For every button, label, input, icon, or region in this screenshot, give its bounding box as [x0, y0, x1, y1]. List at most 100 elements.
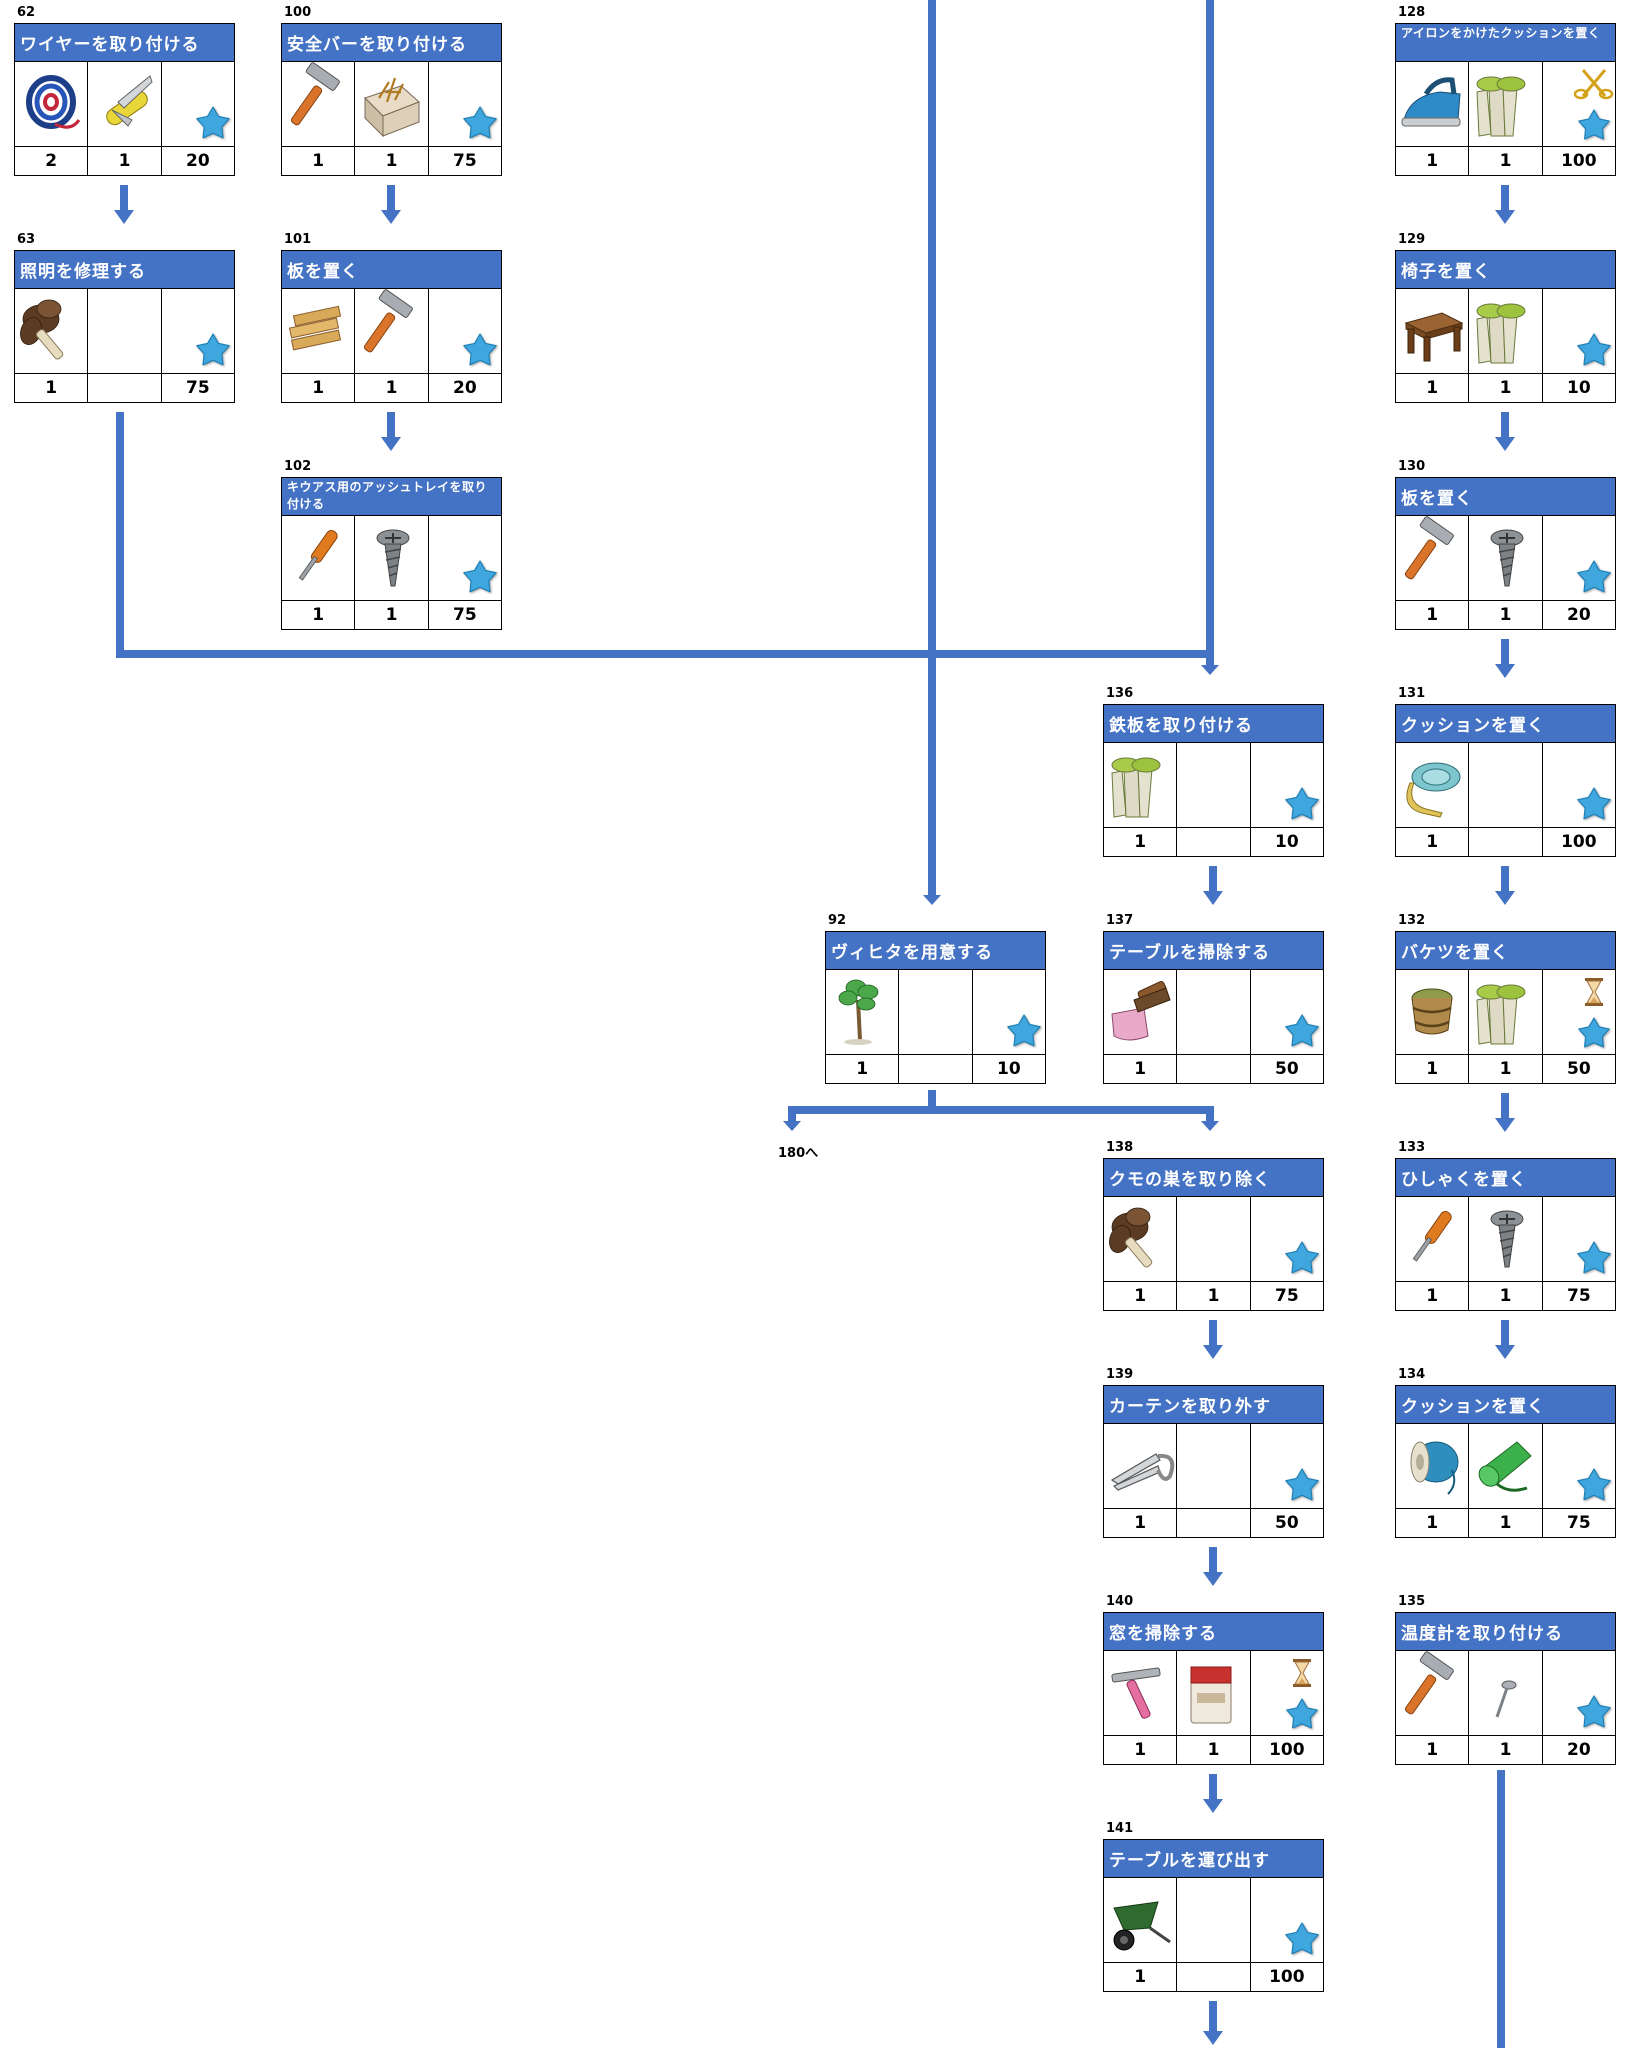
- task-number: 63: [17, 232, 36, 247]
- screw-icon: [376, 529, 410, 587]
- task-number: 136: [1106, 686, 1134, 701]
- task-title: 温度計を取り付ける: [1395, 1612, 1616, 1650]
- item-cell: [280, 515, 356, 601]
- item-cell: [1468, 1650, 1543, 1736]
- task-title: バケツを置く: [1395, 931, 1616, 969]
- item-cell: [1249, 1423, 1325, 1509]
- star-icon: [1284, 1241, 1319, 1274]
- screwdriver-icon: [1412, 1211, 1452, 1262]
- task-number: 140: [1106, 1594, 1134, 1609]
- shears-icon: [1110, 1453, 1175, 1491]
- item-cell: [1176, 1650, 1251, 1736]
- item-count: 1: [280, 146, 356, 176]
- star-icon: [1576, 333, 1611, 366]
- item-cell: [1249, 742, 1325, 828]
- star-icon: [1576, 1468, 1611, 1501]
- item-count: 20: [1541, 600, 1617, 630]
- gloves-icon: [1476, 303, 1526, 364]
- task-title: クモの巣を取り除く: [1103, 1158, 1324, 1196]
- measuring-tape-icon: [1406, 762, 1461, 818]
- screw-icon: [1490, 1210, 1524, 1268]
- task-number: 139: [1106, 1367, 1134, 1382]
- item-count: 1: [354, 600, 429, 630]
- item-cell: [1468, 61, 1543, 147]
- item-cell: [1541, 969, 1617, 1055]
- star-icon: [1576, 560, 1611, 593]
- item-cell: [427, 61, 503, 147]
- gloves-icon: [1476, 76, 1526, 137]
- item-cell: [971, 969, 1047, 1055]
- item-count: 1: [1394, 1735, 1470, 1765]
- item-count: 100: [1541, 146, 1617, 176]
- item-count: 1: [1176, 1281, 1251, 1311]
- squeegee-icon: [1111, 1667, 1161, 1719]
- item-count: 1: [1468, 1735, 1543, 1765]
- item-count: 75: [160, 373, 236, 403]
- task-number: 138: [1106, 1140, 1134, 1155]
- task-title: 照明を修理する: [14, 250, 235, 288]
- task-title: テーブルを掃除する: [1103, 931, 1324, 969]
- hammer-icon: [364, 289, 414, 353]
- item-cell: [898, 969, 973, 1055]
- task-title: 鉄板を取り付ける: [1103, 704, 1324, 742]
- task-number: 131: [1398, 686, 1426, 701]
- task-title: キウアス用のアッシュトレイを取り付ける: [281, 477, 502, 515]
- star-icon: [1576, 1695, 1611, 1728]
- item-count: 100: [1249, 1962, 1325, 1992]
- task-card-63: 63 照明を修理する 1 75: [13, 232, 236, 403]
- item-cell: [1541, 742, 1617, 828]
- item-count: 1: [1468, 1508, 1543, 1538]
- task-number: 141: [1106, 1821, 1134, 1836]
- hourglass-star-icon: [1577, 978, 1610, 1048]
- item-count: 1: [1102, 1508, 1178, 1538]
- item-count: 2: [13, 146, 89, 176]
- item-count: 1: [13, 373, 89, 403]
- item-count: [1468, 827, 1543, 857]
- item-count: 1: [1102, 1735, 1178, 1765]
- item-count: 75: [1541, 1508, 1617, 1538]
- task-number: 102: [284, 459, 312, 474]
- item-count: 75: [427, 146, 503, 176]
- item-count: [1176, 1508, 1251, 1538]
- item-cell: [1176, 1196, 1251, 1282]
- item-count: 20: [427, 373, 503, 403]
- item-count: 10: [971, 1054, 1047, 1084]
- hammer-icon: [290, 62, 340, 126]
- item-cell: [1176, 969, 1251, 1055]
- item-cell: [1541, 1423, 1617, 1509]
- item-cell: [1102, 1650, 1178, 1736]
- task-number: 137: [1106, 913, 1134, 928]
- item-cell: [1394, 288, 1470, 374]
- item-count: 1: [1468, 600, 1543, 630]
- task-title: 窓を掃除する: [1103, 1612, 1324, 1650]
- task-number: 101: [284, 232, 312, 247]
- item-count: [1176, 1054, 1251, 1084]
- item-count: [1176, 1962, 1251, 1992]
- item-cell: [1102, 1877, 1178, 1963]
- star-icon: [1284, 787, 1319, 820]
- item-count: [87, 373, 162, 403]
- star-icon: [1284, 1468, 1319, 1501]
- item-count: 1: [1468, 1281, 1543, 1311]
- item-count: 100: [1541, 827, 1617, 857]
- planks-icon: [288, 305, 342, 351]
- nail-icon: [1495, 1680, 1517, 1718]
- item-count: 1: [1176, 1735, 1251, 1765]
